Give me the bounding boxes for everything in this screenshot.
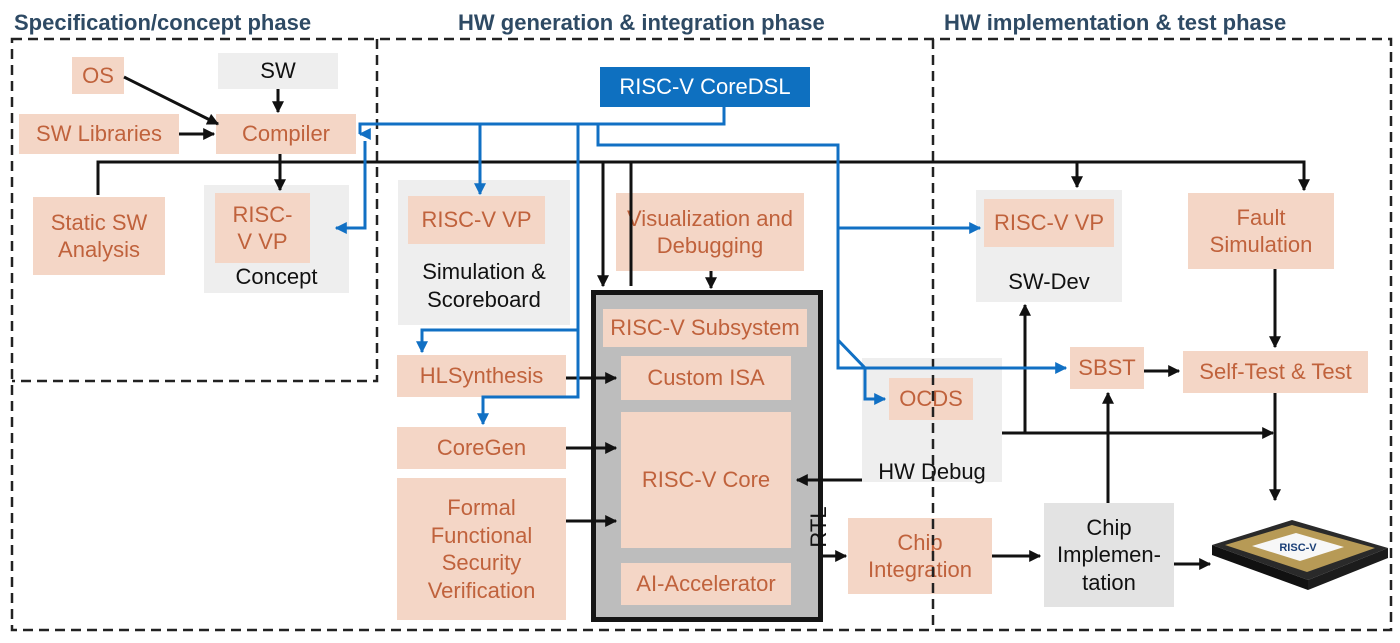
hlsynthesis-node: HLSynthesis (397, 355, 566, 397)
ocds-node: OCDS (889, 378, 973, 420)
compiler-node: Compiler (216, 114, 356, 154)
coregen-node: CoreGen (397, 427, 566, 469)
ai-accelerator-node: AI-Accelerator (621, 563, 791, 605)
riscv-vp-concept-node: RISC-V VP (215, 193, 310, 263)
riscv-subsystem-node: RISC-V Subsystem (603, 309, 807, 347)
riscv-core-node: RISC-V Core (621, 412, 791, 548)
chip-logo: RISC-V (1279, 542, 1317, 554)
riscv-coredsl-node: RISC-V CoreDSL (600, 67, 810, 107)
fault-simulation-node: Fault Simulation (1188, 193, 1334, 269)
chip-integration-node: Chip Integration (848, 518, 992, 594)
visualization-debugging-node: Visualization and Debugging (616, 193, 804, 271)
chip-implementation-node: Chip Implemen- tation (1044, 503, 1174, 607)
self-test-node: Self-Test & Test (1183, 351, 1368, 393)
os-node: OS (72, 57, 124, 94)
black-arrows (96, 75, 1310, 570)
custom-isa-node: Custom ISA (621, 356, 791, 400)
formal-verification-node: Formal Functional Security Verification (397, 478, 566, 620)
concept-label: Concept (235, 264, 318, 289)
sw-node: SW (218, 53, 338, 89)
sw-libraries-node: SW Libraries (19, 114, 179, 154)
swdev-label: SW-Dev (1008, 269, 1090, 294)
chip-graphic: RISC-V (1212, 520, 1388, 590)
phase-title-spec: Specification/concept phase (14, 10, 312, 35)
phase-title-impl: HW implementation & test phase (944, 10, 1287, 35)
riscv-vp-sim-node: RISC-V VP (408, 196, 545, 244)
phase-title-hwgen: HW generation & integration phase (458, 10, 825, 35)
riscv-vp-swdev-node: RISC-V VP (984, 199, 1114, 247)
static-sw-analysis-node: Static SW Analysis (33, 197, 165, 275)
phase-boundaries (10, 37, 1393, 632)
simulation-scoreboard-label: Simulation & Scoreboard (422, 259, 546, 312)
blue-arrows (334, 107, 1068, 426)
sbst-node: SBST (1070, 347, 1144, 389)
